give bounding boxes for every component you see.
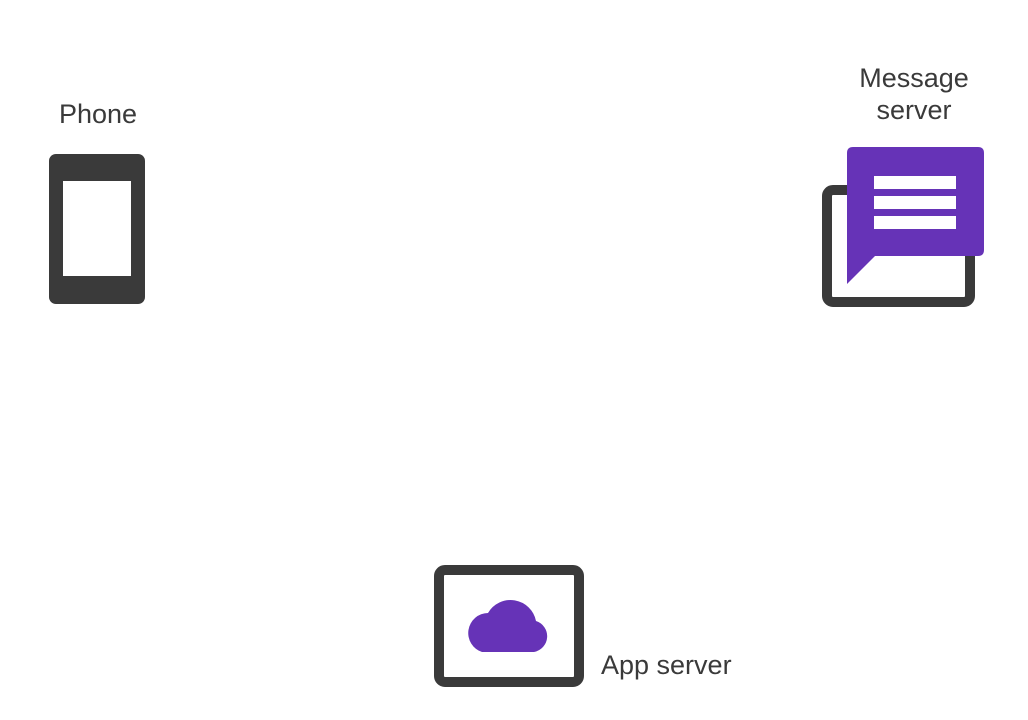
app-server-label-text: App server (601, 650, 732, 680)
message-server-label-line2: server (876, 95, 952, 125)
phone-label: Phone (40, 98, 156, 130)
message-server-node (820, 146, 986, 310)
message-server-label-line1: Message (859, 63, 969, 93)
phone-node (48, 153, 146, 305)
app-server-label: App server (601, 649, 732, 681)
cloud-server-icon (434, 565, 584, 687)
smartphone-icon (49, 154, 145, 304)
phone-label-text: Phone (58, 99, 138, 129)
message-server-icon (822, 147, 984, 307)
app-server-node (432, 563, 586, 689)
cloud-icon (468, 600, 548, 652)
message-server-label: Message server (836, 62, 992, 126)
